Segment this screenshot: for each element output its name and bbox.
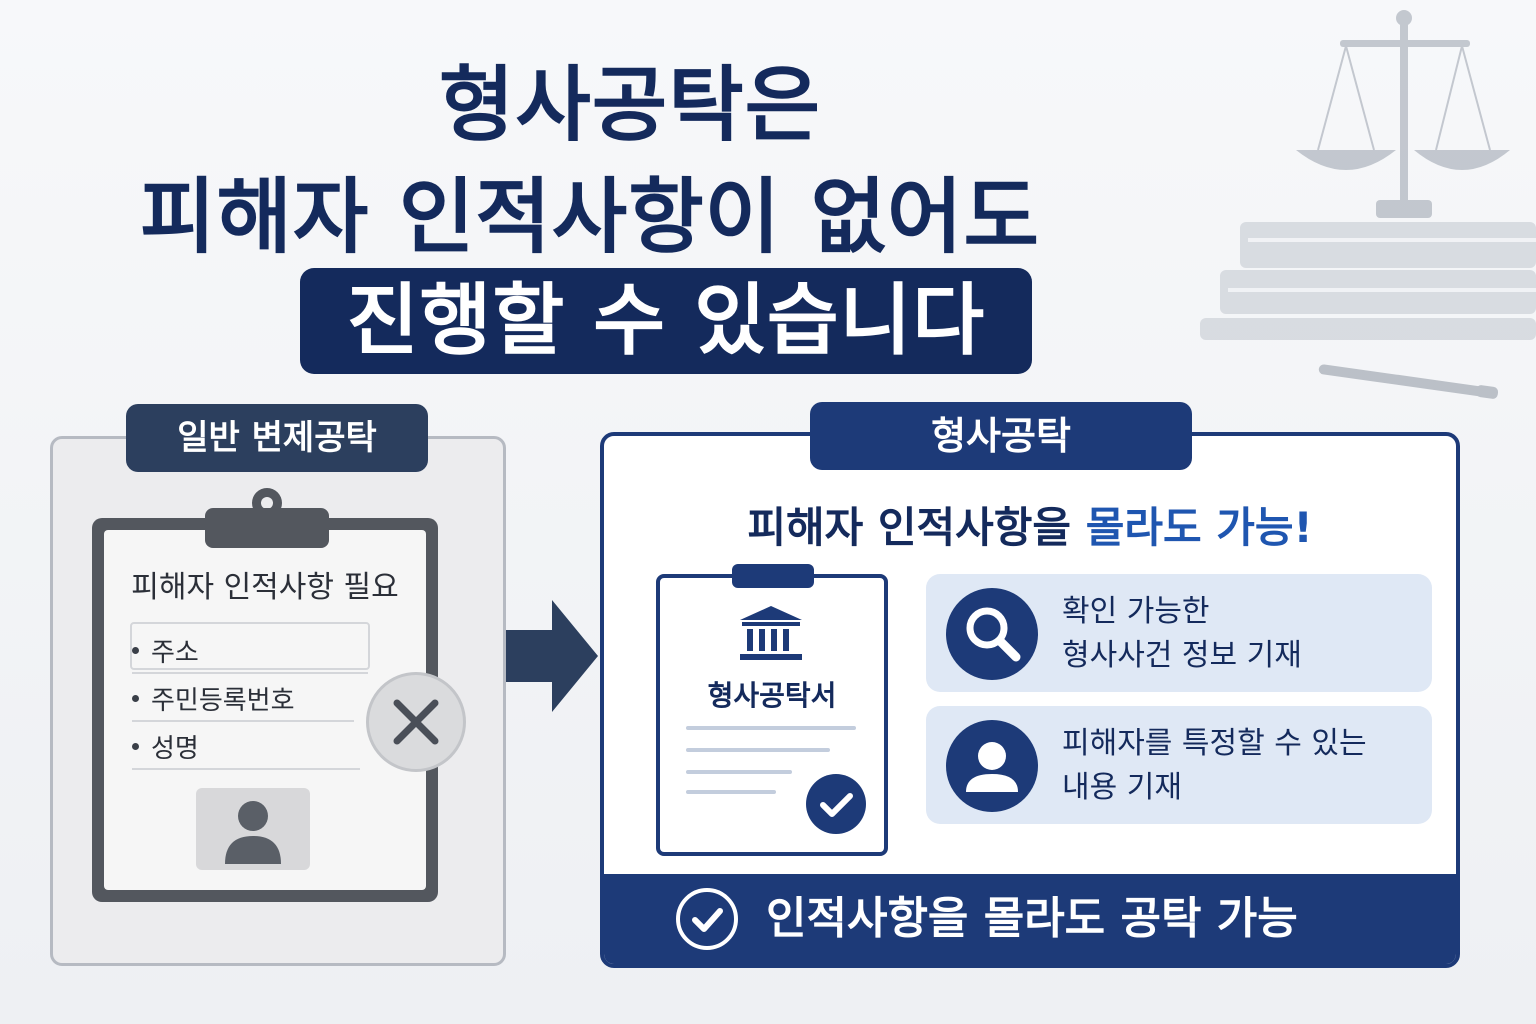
headline-line3: 진행할 수 있습니다 [346,276,986,366]
list-divider [132,672,368,674]
required-info-item: 성명 [132,728,199,765]
list-divider [132,768,360,770]
headline-line1: 형사공탁은 [438,58,822,153]
bullet-icon [132,743,139,750]
criminal-deposit-subtitle: 피해자 인적사항을 몰라도 가능! [747,503,1313,552]
arrow-right-icon [506,600,598,712]
clipboard-clip [205,508,329,548]
person-icon [225,801,281,864]
document-text-line [686,790,776,794]
footer-message: 인적사항을 몰라도 공탁 가능 [766,893,1298,944]
bullet-icon [132,647,139,654]
headline-highlight-box [300,268,1032,374]
required-info-item: 주민등록번호 [132,680,295,717]
clipboard-ring-hole [261,497,273,509]
person-icon [946,720,1038,812]
check-badge-icon [806,774,866,834]
document-text-line [686,770,792,774]
general-deposit-card-title: 피해자 인적사항 필요 [131,570,399,605]
document-clip [732,564,814,588]
list-divider [132,720,354,722]
check-circle-icon [676,888,738,950]
scales-books-pen-illustration [1200,10,1536,399]
deposit-document-card [656,574,888,856]
magnifier-icon [946,588,1038,680]
document-text-line [686,726,856,730]
subtitle-accent: 몰라도 가능! [1085,503,1313,552]
required-info-field [130,622,370,670]
criminal-deposit-footer [604,874,1456,964]
info-text-victim-identification: 피해자를 특정할 수 있는 내용 기재 [1062,726,1367,805]
document-text-line [686,748,830,752]
headline-line2: 피해자 인적사항이 없어도 [140,170,1040,265]
info-text-case-details: 확인 가능한 형사사건 정보 기재 [1062,594,1302,673]
criminal-deposit-badge: 형사공탁 [810,402,1192,470]
required-info-item: 주소 [132,632,199,669]
x-mark-icon [366,672,466,772]
id-photo-placeholder [196,788,310,870]
courthouse-icon [740,606,802,660]
general-deposit-badge: 일반 변제공탁 [126,404,428,472]
bullet-icon [132,695,139,702]
document-title: 형사공탁서 [707,679,837,712]
